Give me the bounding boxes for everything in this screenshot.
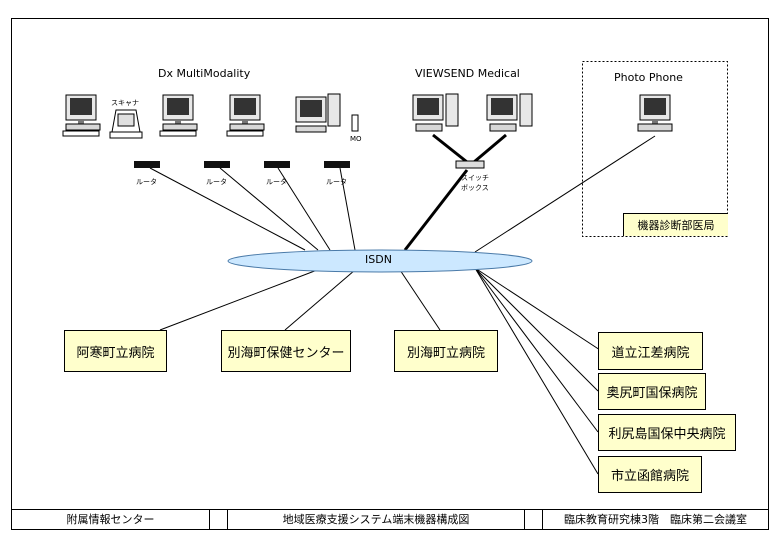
site-betsukai-hospital: 別海町立病院 xyxy=(394,330,498,372)
scanner-device xyxy=(109,109,143,139)
site-esashi: 道立江差病院 xyxy=(598,332,703,370)
mo-drive xyxy=(351,114,359,132)
viewsend-title: VIEWSEND Medical xyxy=(415,67,520,80)
site-hakodate: 市立函館病院 xyxy=(598,456,702,493)
link-photo-phone xyxy=(474,135,656,253)
link-router-3 xyxy=(277,167,331,251)
dx-computer-2 xyxy=(159,94,198,137)
dx-computer-4 xyxy=(295,93,341,133)
isdn-label: ISDN xyxy=(365,253,392,266)
switch-label-line2: ボックス xyxy=(461,184,489,192)
routers xyxy=(134,161,350,168)
link-viewsend-2 xyxy=(473,133,507,164)
link-akan xyxy=(159,266,326,331)
viewsend-computer-1 xyxy=(412,93,459,132)
link-betsukai-hosp xyxy=(399,269,441,331)
photo-phone-title: Photo Phone xyxy=(614,71,683,84)
router-label-2: ルータ xyxy=(206,178,227,186)
site-akan: 阿寒町立病院 xyxy=(64,330,167,372)
switch-label-line1: スイッチ xyxy=(461,174,489,182)
link-rishiri xyxy=(474,267,599,433)
dx-title: Dx MultiModality xyxy=(158,67,251,80)
dx-computer-1 xyxy=(62,94,101,137)
mo-label: MO xyxy=(350,135,362,143)
isdn-cloud xyxy=(227,249,533,273)
photo-dept-label: 機器診断部医局 xyxy=(623,213,728,236)
dx-computer-3 xyxy=(226,94,265,137)
photo-phone-area xyxy=(582,61,728,237)
link-router-4 xyxy=(339,167,356,251)
router-3 xyxy=(264,161,290,168)
router-label-3: ルータ xyxy=(266,178,287,186)
link-router-2 xyxy=(219,167,319,251)
router-label-4: ルータ xyxy=(326,178,347,186)
router-4 xyxy=(324,161,350,168)
link-router-1 xyxy=(149,167,306,251)
footer-right: 臨床教育研究棟3階 臨床第二会議室 xyxy=(564,513,747,526)
site-okushiri: 奥尻町国保病院 xyxy=(598,373,706,410)
connection-lines xyxy=(149,135,656,475)
scanner-label: スキャナ xyxy=(111,99,139,107)
footer-center: 地域医療支援システム端末機器構成図 xyxy=(282,513,470,526)
router-1 xyxy=(134,161,160,168)
link-okushiri xyxy=(474,267,599,392)
viewsend-links xyxy=(403,133,507,251)
link-switch-isdn xyxy=(403,169,469,251)
photo-phone-computer xyxy=(637,94,673,132)
link-viewsend-1 xyxy=(432,133,468,164)
link-betsukai-center xyxy=(284,269,356,331)
router-label-1: ルータ xyxy=(136,178,157,186)
switch-box-device xyxy=(455,160,485,169)
site-rishiri: 利尻島国保中央病院 xyxy=(598,414,736,451)
router-2 xyxy=(204,161,230,168)
viewsend-computer-2 xyxy=(486,93,533,132)
footer-left: 附属情報センター xyxy=(66,513,155,526)
outer-frame xyxy=(11,18,769,530)
link-esashi xyxy=(474,267,601,351)
link-hakodate xyxy=(474,267,599,475)
site-betsukai-center: 別海町保健センター xyxy=(221,330,351,372)
